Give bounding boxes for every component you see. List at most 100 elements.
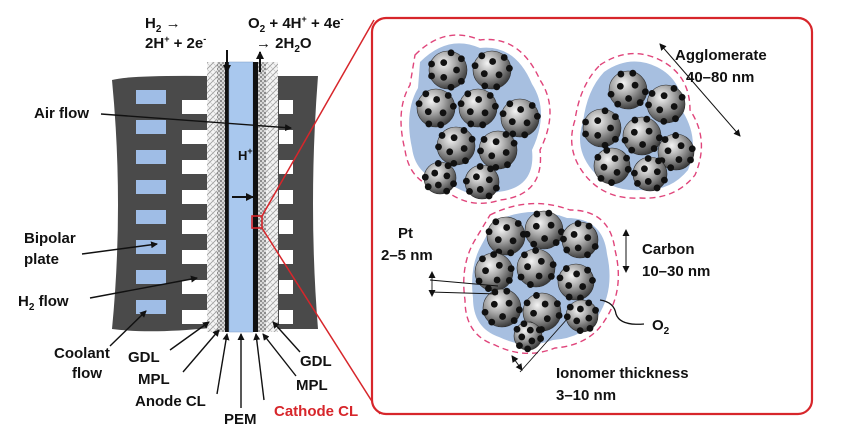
- pt-nanoparticle: [492, 184, 500, 192]
- pt-nanoparticle: [574, 244, 582, 252]
- pt-nanoparticle: [485, 228, 493, 236]
- coolant-channel: [136, 300, 166, 314]
- anode-cl-label: Anode CL: [135, 393, 206, 410]
- o2-pointer-line: [599, 299, 645, 325]
- pt-nanoparticle: [493, 83, 501, 91]
- pt-nanoparticle: [446, 148, 454, 156]
- pt-nanoparticle: [507, 249, 515, 257]
- pt-nanoparticle: [570, 231, 578, 238]
- pt-nanoparticle: [475, 96, 483, 103]
- pt-nanoparticle: [547, 221, 555, 229]
- pt-nanoparticle: [505, 277, 513, 284]
- pt-nanoparticle: [480, 70, 488, 78]
- pt-nanoparticle: [611, 113, 619, 121]
- pt-nanoparticle: [645, 101, 652, 109]
- pt-nanoparticle: [628, 146, 636, 154]
- pt-nanoparticle: [675, 156, 683, 163]
- pt-nanoparticle: [576, 327, 584, 335]
- pt-nanoparticle: [466, 108, 474, 116]
- hydrogen-channel: [182, 250, 208, 264]
- pt-nanoparticle: [584, 234, 592, 242]
- pt-nanoparticle: [422, 90, 430, 98]
- pt-nanoparticle: [477, 147, 484, 155]
- pt-nanoparticle: [485, 176, 493, 184]
- pt-nanoparticle: [556, 274, 564, 282]
- pt-nanoparticle: [535, 272, 543, 280]
- pt-nanoparticle: [687, 156, 694, 164]
- mpl-right-label: MPL: [296, 377, 328, 394]
- pt-nanoparticle: [447, 49, 455, 57]
- pt-nanoparticle: [502, 149, 510, 156]
- anode-cl-layer: [225, 62, 229, 332]
- hydrogen-channel: [182, 160, 208, 174]
- pt-size-marker-bottom: [429, 291, 499, 295]
- pt-nanoparticle: [552, 239, 560, 246]
- pt-nanoparticle: [486, 92, 494, 99]
- pt-nanoparticle: [450, 180, 457, 188]
- pt-nanoparticle: [653, 184, 661, 192]
- pt-nanoparticle: [491, 102, 499, 110]
- hydrogen-channel: [182, 190, 208, 204]
- cathode-cl-arrow: [253, 333, 265, 401]
- pt-nanoparticle: [528, 337, 536, 345]
- pt-nanoparticle: [510, 139, 518, 147]
- coolant-channel: [136, 270, 166, 284]
- pt-nanoparticle: [516, 342, 523, 350]
- pt-nanoparticle: [488, 318, 496, 326]
- pt-nanoparticle: [415, 100, 423, 108]
- air-flow-label: Air flow: [34, 105, 89, 122]
- pt-nanoparticle: [656, 106, 664, 114]
- pt-nanoparticle: [492, 163, 500, 171]
- pt-nanoparticle: [478, 52, 486, 60]
- pt-nanoparticle: [424, 108, 432, 116]
- pt-nanoparticle: [424, 183, 432, 191]
- coolant-channel: [136, 210, 166, 224]
- pt-nanoparticle: [589, 276, 596, 284]
- air-channel: [279, 220, 293, 234]
- fuel-cell-stack: H+: [112, 50, 318, 333]
- pt-nanoparticle: [634, 179, 641, 187]
- coolant-channel: [136, 150, 166, 164]
- cathode-reaction-line2: → 2H2O: [256, 35, 312, 55]
- pt-nanoparticle: [521, 251, 528, 259]
- agglomerate-label-2: 40–80 nm: [686, 69, 754, 86]
- pt-nanoparticle: [480, 136, 488, 143]
- coolant-channel: [136, 120, 166, 134]
- pt-nanoparticle: [450, 134, 458, 142]
- pt-nanoparticle: [577, 294, 584, 302]
- pt-nanoparticle: [468, 135, 476, 143]
- pt-nanoparticle: [508, 118, 516, 126]
- pt-nanoparticle: [653, 168, 661, 176]
- zoom-connector-bottom: [261, 227, 381, 415]
- pt-nanoparticle: [467, 120, 475, 128]
- carbon-label-1: Carbon: [642, 241, 695, 258]
- coolant-flow-label-1: Coolant: [54, 345, 110, 362]
- pt-nanoparticle: [644, 178, 652, 185]
- pt-nanoparticle: [594, 132, 602, 139]
- pt-nanoparticle: [443, 187, 451, 195]
- pt-nanoparticle: [643, 115, 651, 123]
- particle-group-1: [415, 49, 541, 200]
- pt-nanoparticle: [541, 235, 549, 242]
- air-channel: [279, 130, 293, 144]
- pt-nanoparticle: [526, 326, 534, 334]
- pt-nanoparticle: [428, 60, 435, 68]
- pt-nanoparticle: [670, 103, 678, 110]
- pt-nanoparticle: [482, 267, 489, 275]
- pt-nanoparticle: [524, 345, 532, 353]
- pt-nanoparticle: [443, 172, 451, 180]
- pt-nanoparticle: [641, 165, 648, 173]
- agglomerate-size-arrow: [659, 43, 741, 137]
- pt-nanoparticle: [560, 235, 567, 243]
- pt-nanoparticle: [444, 92, 452, 99]
- pt-nanoparticle: [688, 145, 696, 153]
- agglomerate-top-left: [400, 34, 551, 204]
- pt-label-1: Pt: [398, 225, 413, 242]
- pt-nanoparticle: [510, 317, 518, 324]
- bipolar-plate-label-1: Bipolar: [24, 230, 76, 247]
- pt-nanoparticle: [631, 81, 639, 89]
- pt-nanoparticle: [453, 66, 460, 74]
- pt-nanoparticle: [421, 173, 429, 181]
- pt-nanoparticle: [543, 315, 551, 323]
- pt-nanoparticle: [582, 130, 589, 138]
